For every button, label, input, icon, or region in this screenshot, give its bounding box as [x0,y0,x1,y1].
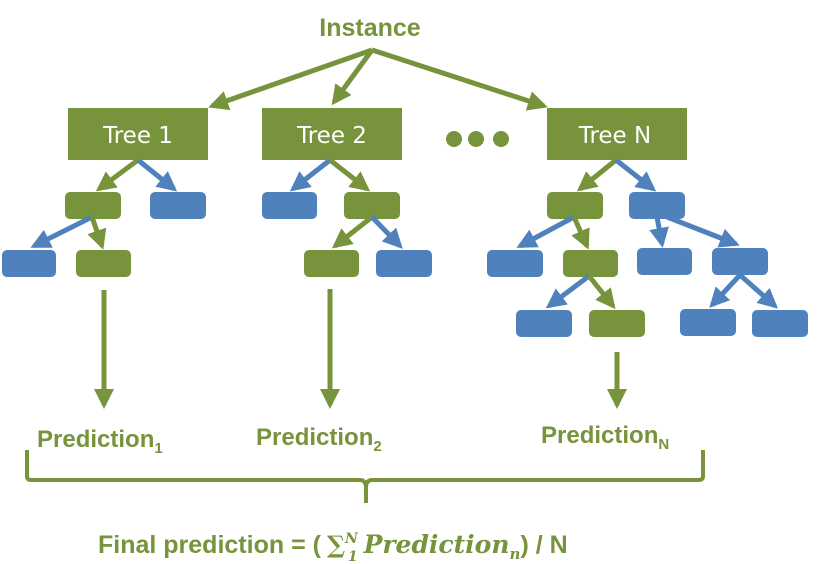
dot [493,131,509,147]
tree-node [262,192,317,219]
tree-2: Tree 2 Prediction2 [256,108,432,455]
tree-node [547,192,603,219]
aggregation-brace [25,450,705,503]
tree-node [752,310,808,337]
edge [87,216,107,250]
edge [95,157,140,192]
dot [446,131,462,147]
edge [516,214,576,249]
edge [545,274,591,309]
edge [370,215,403,249]
tree-n: Tree N PredictionN [487,108,808,453]
prediction-n-label: PredictionN [541,422,669,453]
tree-1-root [68,108,208,160]
prediction-n-base: Prediction [541,422,658,449]
edge [738,273,778,309]
formula-term-subscript: n [510,545,521,563]
formula-sum-upper: N [344,531,359,547]
arrow-instance-to-tree-2 [331,48,375,106]
prediction-1-base: Prediction [37,426,154,453]
edge [649,216,669,248]
prediction-2-label: Prediction2 [256,424,382,455]
tree-node [150,192,206,219]
tree-node [76,250,131,277]
tree-node [516,310,572,337]
tree-node [65,192,121,219]
ellipsis-dots [446,131,509,147]
tree-node [563,250,618,277]
tree-node [304,250,359,277]
final-prediction-formula: Final prediction = (∑N 1 Predictionn) / N [98,530,568,564]
tree-node [637,248,692,275]
edge [30,214,94,249]
edge [289,158,332,192]
tree-node [344,192,400,219]
prediction-1-label: Prediction1 [37,426,163,457]
tree-n-title: Tree N [578,123,651,149]
arrow-instance-to-tree-1 [208,47,373,111]
tree-node [589,310,645,337]
prediction-n-subscript: N [658,436,669,453]
tree-1-title: Tree 1 [102,123,173,149]
tree-n-root [547,108,687,160]
tree-node [680,309,736,336]
tree-node [376,250,432,277]
formula-suffix: ) / N [520,531,567,559]
tree-1: Tree 1 Prediction1 [2,108,208,457]
edge [571,215,590,250]
tree-node [712,248,768,275]
instance-arrows [208,47,548,111]
edge [136,158,178,192]
edge [331,215,374,249]
edge [576,158,618,192]
edge [328,158,371,192]
tree-2-title: Tree 2 [296,123,367,149]
edge [614,158,657,192]
arrow-instance-to-tree-n [371,47,548,111]
tree-2-root [262,108,402,160]
tree-node [487,250,543,277]
tree-node [629,192,685,219]
edge [587,274,616,310]
formula-sum-symbol: ∑ [327,530,345,559]
edge [709,273,742,308]
tree-node [2,250,56,277]
formula-prefix: Final prediction = ( [98,531,322,559]
dot [468,131,484,147]
edge [666,214,740,248]
prediction-2-subscript: 2 [373,438,381,455]
instance-label: Instance [319,14,421,42]
prediction-2-base: Prediction [256,424,373,451]
prediction-1-subscript: 1 [154,440,162,457]
formula-term-base: Prediction [363,530,510,559]
formula-sum-lower: 1 [348,549,358,564]
